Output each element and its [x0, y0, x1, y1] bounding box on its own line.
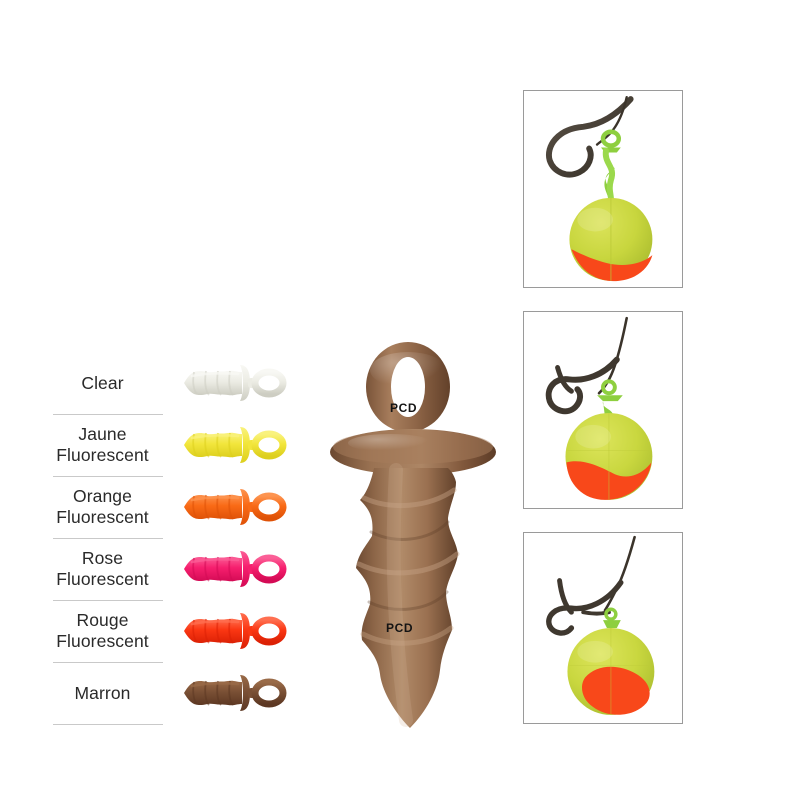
screw-flange — [330, 429, 496, 475]
fish-hook — [546, 579, 624, 636]
yellow-fluorescent-bait-screw — [184, 427, 287, 463]
large-bait-screw-svg: PCD PCD — [330, 342, 496, 728]
fishing-line — [603, 535, 636, 612]
usage-panel-3 — [523, 532, 683, 724]
color-option-row: Jaune Fluorescent — [40, 414, 300, 476]
boilie-bait — [569, 197, 653, 282]
usage-panel-1 — [523, 90, 683, 288]
pink-fluorescent-bait-screw — [184, 551, 287, 587]
color-option-list: Clear Jaune Fluorescent — [40, 352, 300, 725]
color-option-swatch — [180, 484, 295, 530]
boilie-bait — [567, 628, 655, 715]
usage-illustration-2 — [545, 316, 653, 500]
watermark-pcd-bottom: PCD — [386, 621, 413, 635]
color-option-row: Marron — [40, 662, 300, 724]
watermark-pcd-top: PCD — [390, 401, 417, 415]
color-option-row: Rouge Fluorescent — [40, 600, 300, 662]
orange-fluorescent-bait-screw — [184, 489, 287, 525]
list-divider — [53, 724, 163, 725]
color-option-label: Rouge Fluorescent — [56, 610, 149, 651]
boilie-bait — [565, 412, 653, 500]
color-option-label: Rose Fluorescent — [56, 548, 149, 589]
color-option-label: Jaune Fluorescent — [56, 424, 149, 465]
red-fluorescent-bait-screw — [184, 613, 287, 649]
list-divider — [53, 662, 163, 663]
usage-panel-2 — [523, 311, 683, 509]
list-divider — [53, 600, 163, 601]
list-divider — [53, 414, 163, 415]
fishing-line — [595, 95, 628, 146]
color-option-row: Rose Fluorescent — [40, 538, 300, 600]
green-bait-screw-nub — [603, 607, 621, 628]
usage-illustration-1 — [545, 95, 653, 282]
color-option-swatch — [180, 546, 295, 592]
fish-hook — [545, 356, 620, 415]
clear-bait-screw — [184, 365, 287, 401]
color-option-row: Clear — [40, 352, 300, 414]
fish-hook — [545, 96, 634, 178]
color-option-label: Clear — [81, 372, 124, 393]
screw-eyelet — [366, 342, 450, 432]
usage-illustration-3 — [546, 535, 655, 715]
color-option-label: Orange Fluorescent — [56, 486, 149, 527]
color-option-swatch — [180, 608, 295, 654]
color-option-row — [40, 724, 300, 725]
large-bait-screw-image: PCD PCD — [330, 340, 520, 740]
screw-thread-body — [356, 463, 460, 728]
green-bait-screw — [597, 379, 623, 417]
brown-bait-screw — [184, 675, 287, 711]
color-option-label: Marron — [74, 682, 131, 703]
list-divider — [53, 538, 163, 539]
list-divider — [53, 476, 163, 477]
color-option-swatch — [180, 670, 295, 716]
color-option-row: Orange Fluorescent — [40, 476, 300, 538]
color-option-swatch — [180, 360, 295, 406]
color-option-swatch — [180, 422, 295, 468]
green-bait-screw — [600, 129, 622, 205]
